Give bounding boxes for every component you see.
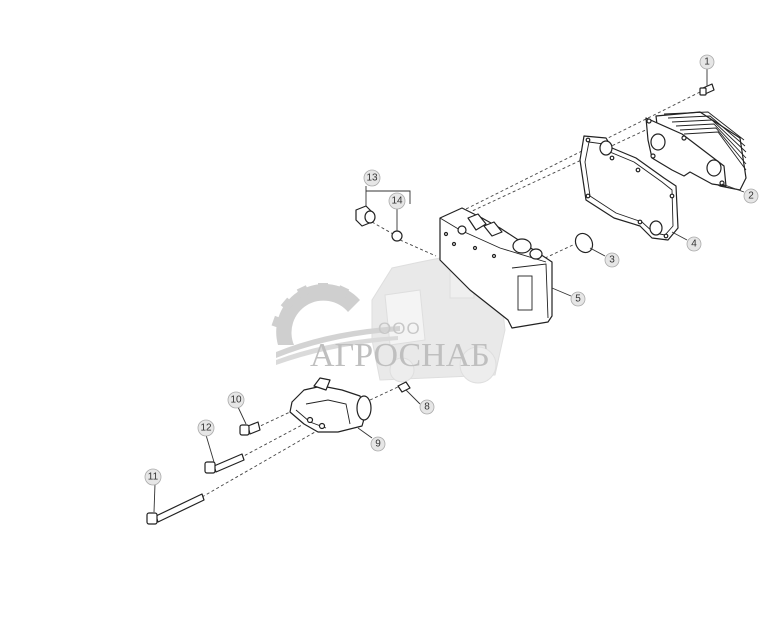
part-10-bolt[interactable] <box>239 421 261 436</box>
callout-13[interactable]: 13 <box>363 169 381 187</box>
callout-3[interactable]: 3 <box>604 252 620 268</box>
svg-text:4: 4 <box>691 239 697 250</box>
svg-text:10: 10 <box>230 395 242 406</box>
svg-text:11: 11 <box>148 472 159 483</box>
assembly-axis-lines <box>201 91 701 498</box>
part-1-bolt[interactable] <box>699 83 715 96</box>
callout-1[interactable]: 1 <box>699 54 715 70</box>
part-13-plug[interactable] <box>355 205 376 227</box>
callout-2[interactable]: 2 <box>743 188 759 204</box>
callout-4[interactable]: 4 <box>686 236 702 252</box>
callout-8[interactable]: 8 <box>419 399 435 415</box>
callout-5[interactable]: 5 <box>570 291 586 307</box>
leader-lines <box>153 69 745 513</box>
watermark-gear-icon <box>271 283 400 365</box>
part-14-washer[interactable] <box>391 230 403 242</box>
part-8-fitting[interactable] <box>397 381 411 393</box>
callouts: 1 2 3 4 5 8 9 10 <box>144 54 759 486</box>
svg-text:12: 12 <box>200 423 212 434</box>
watermark-prefix: ООО <box>378 319 421 338</box>
svg-text:3: 3 <box>609 255 615 266</box>
callout-11[interactable]: 11 <box>144 468 162 486</box>
callout-10[interactable]: 10 <box>227 391 245 409</box>
svg-text:14: 14 <box>391 196 403 207</box>
callout-12[interactable]: 12 <box>197 419 215 437</box>
part-11-bolt[interactable] <box>146 493 205 525</box>
part-2-oil-cooler[interactable] <box>645 111 747 191</box>
part-3-o-ring[interactable] <box>572 230 596 255</box>
svg-text:9: 9 <box>375 439 381 450</box>
svg-text:8: 8 <box>424 402 430 413</box>
svg-text:2: 2 <box>748 191 754 202</box>
callout-9[interactable]: 9 <box>370 436 386 452</box>
callout-14[interactable]: 14 <box>388 192 406 210</box>
part-4-gasket[interactable] <box>579 135 679 241</box>
watermark-name: АГРОСНАБ <box>310 337 490 374</box>
svg-text:5: 5 <box>575 294 581 305</box>
part-12-bolt[interactable] <box>204 453 245 474</box>
svg-text:13: 13 <box>366 173 378 184</box>
svg-text:1: 1 <box>704 57 710 68</box>
part-9-filter-head[interactable] <box>289 377 372 433</box>
part-5-cooler-housing[interactable] <box>439 207 553 329</box>
